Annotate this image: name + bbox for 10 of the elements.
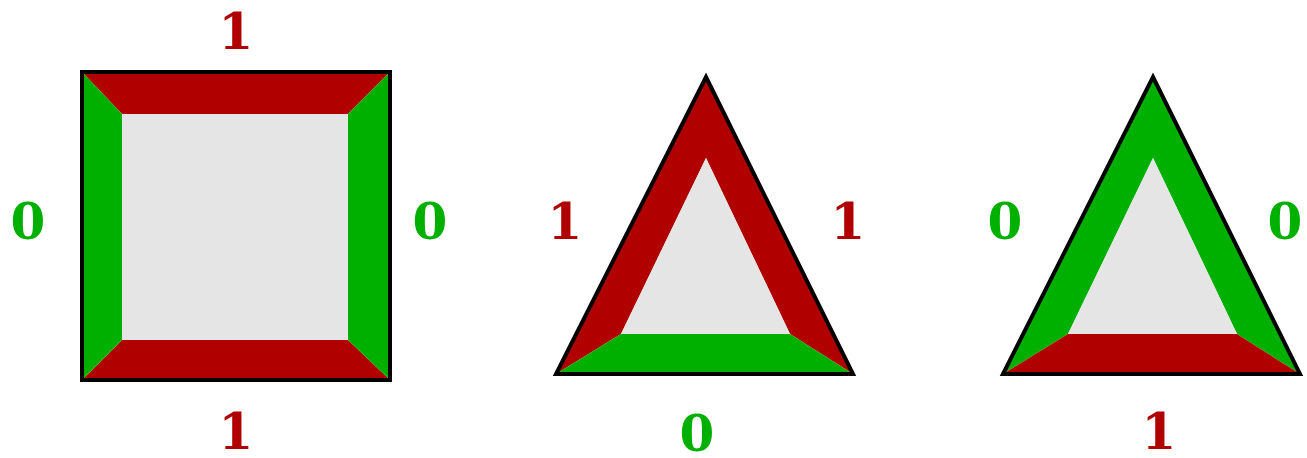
side-value-label: 0 [10, 197, 46, 247]
side-value-label: 0 [987, 197, 1023, 247]
side-value-label: 0 [679, 409, 715, 458]
side-value-label: 1 [218, 407, 254, 457]
side-value-label: 1 [218, 7, 254, 57]
side-value-label: 1 [830, 197, 866, 247]
side-value-label: 1 [547, 197, 583, 247]
side-value-label: 1 [1141, 407, 1177, 457]
side-value-label: 0 [412, 197, 448, 247]
side-value-label: 0 [1267, 197, 1303, 247]
